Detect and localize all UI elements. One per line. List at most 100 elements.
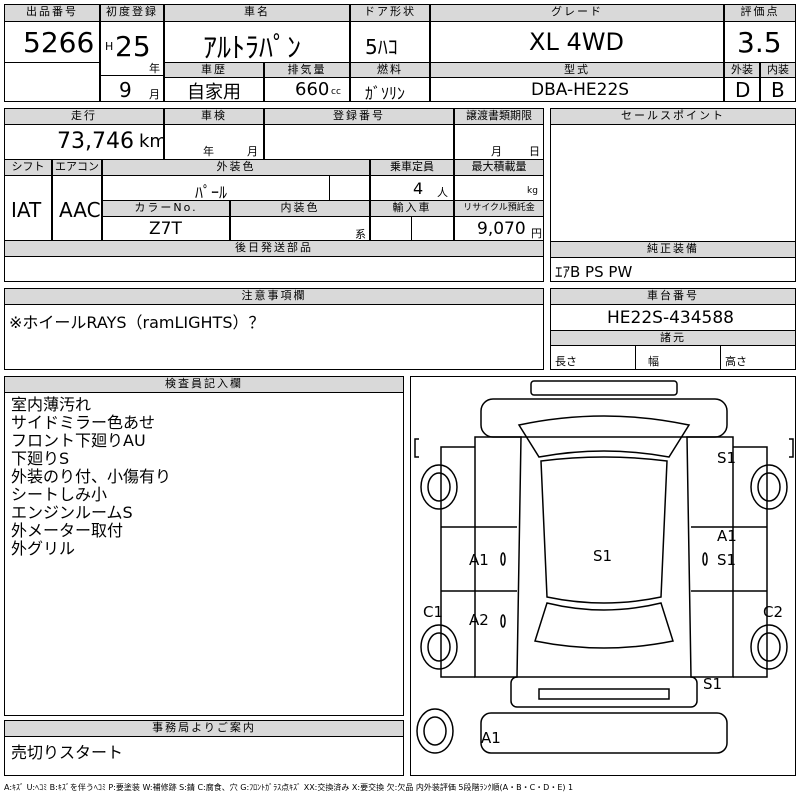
- legend: A:ｷｽﾞ U:ﾍｺﾐ B:ｷｽﾞを伴うﾍｺﾐ P:要塗装 W:補修跡 S:錆 …: [4, 783, 574, 792]
- shift: IAT: [11, 198, 42, 222]
- max-load-label: 最大積載量: [454, 159, 544, 176]
- door-type-label: ドア形状: [350, 4, 430, 22]
- damage-a2-left-rear: A2: [469, 611, 489, 629]
- wheel-rear-right: [750, 624, 788, 670]
- score-cell: 3.5: [724, 21, 796, 63]
- length-cell: 長さ: [550, 345, 636, 370]
- shift-cell: IAT: [4, 175, 52, 241]
- damage-s1-front-right: S1: [717, 449, 737, 467]
- mileage: 73,746: [57, 129, 134, 154]
- car-name-label: 車名: [164, 4, 350, 22]
- displacement-cell: 660 cc: [264, 77, 350, 102]
- damage-s1-right-door: S1: [717, 551, 737, 569]
- later-parts-cell: [4, 256, 544, 282]
- max-load-unit: kg: [527, 186, 538, 196]
- first-registration-label: 初度登録: [100, 4, 164, 22]
- mirror-left: [414, 438, 419, 458]
- sales-points-cell: [550, 124, 796, 242]
- exterior-color: ﾊﾟｰﾙ: [195, 183, 228, 201]
- model-label: 型式: [430, 62, 724, 78]
- width-cell: 幅: [635, 345, 721, 370]
- exterior-grade-cell: D: [724, 77, 760, 102]
- later-parts-label: 後日発送部品: [4, 240, 544, 257]
- office-label: 事務局よりご案内: [4, 720, 404, 737]
- aircon-label: エアコン: [52, 159, 102, 176]
- rear-plate-shape: [538, 688, 670, 700]
- car-diagram-drawing: [414, 380, 794, 754]
- color-no-cell: Z7T: [102, 216, 230, 241]
- wheel-front-right: [750, 464, 788, 510]
- plate-cell: [264, 124, 454, 160]
- lot-number-cell: 5266: [4, 21, 100, 63]
- lot-blank-cell: [4, 62, 100, 102]
- caution-label: 注意事項欄: [4, 288, 544, 305]
- mileage-label: 走行: [4, 108, 164, 125]
- car-name: ｱﾙﾄﾗﾊﾟﾝ: [203, 31, 302, 63]
- inspector-note: 外グリル: [11, 539, 76, 558]
- displacement-unit: cc: [331, 87, 341, 97]
- damage-a1-bottom: A1: [481, 729, 501, 747]
- recycle-fee: 9,070: [477, 219, 526, 239]
- exterior-label: 外装: [724, 62, 760, 78]
- interior-label: 内装: [760, 62, 796, 78]
- mileage-cell: 73,746 km: [4, 124, 164, 160]
- fuel-label: 燃料: [350, 62, 430, 78]
- exterior-color-extra-cell: [329, 175, 370, 201]
- max-load-cell: kg: [454, 175, 544, 201]
- interior-color-unit: 系: [355, 228, 366, 241]
- inspector-note: 室内薄汚れ: [11, 395, 92, 414]
- width-label: 幅: [648, 355, 659, 368]
- displacement-label: 排気量: [264, 62, 350, 78]
- recycle-unit: 円: [531, 227, 542, 240]
- transfer-month-unit: 月: [491, 145, 502, 158]
- interior-color-label: 内装色: [230, 200, 370, 217]
- recycle-label: リサイクル預託金: [454, 200, 544, 217]
- interior-grade-cell: B: [760, 77, 796, 102]
- recycle-cell: 9,070 円: [454, 216, 544, 241]
- reg-era: H: [105, 40, 114, 53]
- rear-window-shape: [534, 602, 674, 649]
- inspector-note: シートしみ小: [11, 485, 108, 504]
- caution-text: ※ホイールRAYS（ramLIGHTS）？: [9, 313, 265, 332]
- reg-year-unit: 年: [149, 62, 160, 75]
- damage-s1-right-rear: S1: [703, 675, 723, 693]
- first-registration-year-cell: H 25 年: [100, 21, 164, 76]
- inspection-cell: 年 月: [164, 124, 264, 160]
- transfer-deadline-cell: 月 日: [454, 124, 544, 160]
- interior-grade: B: [771, 78, 785, 102]
- equipment-label: 純正装備: [550, 241, 796, 258]
- score-label: 評価点: [724, 4, 796, 22]
- history: 自家用: [187, 82, 241, 102]
- score: 3.5: [737, 26, 782, 59]
- front-bumper-shape: [530, 380, 678, 396]
- inspector-note: サイドミラー色あせ: [11, 413, 156, 432]
- damage-a1-left-door: A1: [469, 551, 489, 569]
- height-cell: 高さ: [720, 345, 796, 370]
- length-label: 長さ: [555, 355, 577, 368]
- spare-wheel: [416, 708, 454, 754]
- damage-c1: C1: [423, 603, 444, 621]
- inspector-note: フロント下廻りAU: [11, 431, 146, 450]
- fuel: ｶﾞｿﾘﾝ: [365, 84, 406, 102]
- fuel-cell: ｶﾞｿﾘﾝ: [350, 77, 430, 102]
- car-name-cell: ｱﾙﾄﾗﾊﾟﾝ: [164, 21, 350, 63]
- interior-color-cell: 系: [230, 216, 370, 241]
- displacement: 660: [295, 79, 330, 100]
- exterior-grade: D: [735, 78, 751, 102]
- inspection-label: 車検: [164, 108, 264, 125]
- office-cell: 売切りスタート: [4, 736, 404, 776]
- handle-left-front: [500, 552, 506, 566]
- damage-a1-right-door: A1: [717, 527, 737, 545]
- inspector-note: 外装のり付、小傷有り: [11, 467, 172, 486]
- import-label: 輸入車: [370, 200, 454, 217]
- exterior-color-cell: ﾊﾟｰﾙ: [102, 175, 330, 201]
- import-cell-b: [411, 216, 454, 241]
- inspector-note: エンジンルームS: [11, 503, 133, 522]
- transfer-deadline-label: 譲渡書類期限: [454, 108, 544, 125]
- shift-label: シフト: [4, 159, 52, 176]
- reg-month: 9: [119, 78, 132, 102]
- chassis-label: 車台番号: [550, 288, 796, 305]
- reg-year: 25: [115, 30, 151, 63]
- seats-label: 乗車定員: [370, 159, 454, 176]
- caution-cell: ※ホイールRAYS（ramLIGHTS）？: [4, 304, 544, 370]
